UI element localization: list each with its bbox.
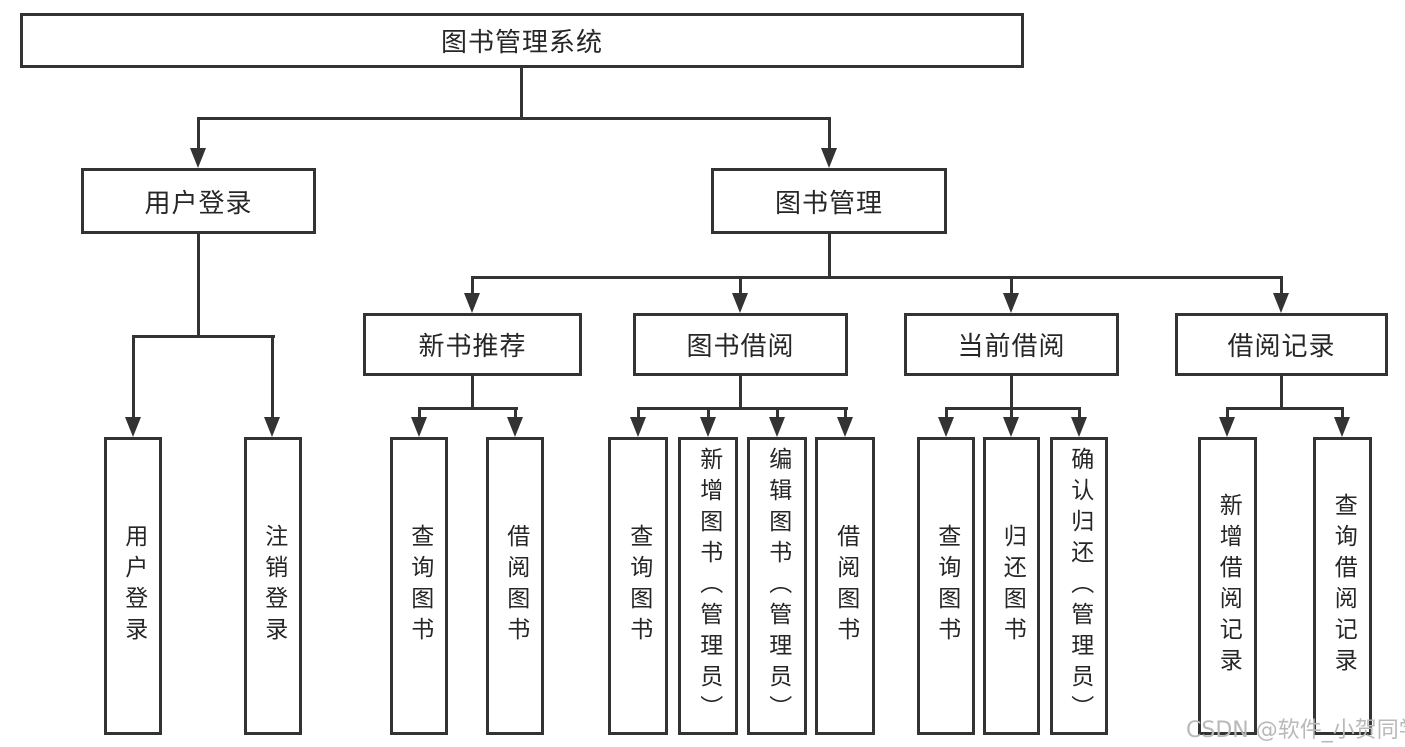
node-nb-query: 查询图书 bbox=[390, 437, 448, 735]
edge-borrow-record-bar bbox=[1226, 407, 1344, 410]
arrow-down-icon bbox=[630, 417, 646, 437]
node-bb-borrow: 借阅图书 bbox=[815, 437, 875, 735]
node-nb-query-label: 查询图书 bbox=[406, 524, 433, 648]
node-root: 图书管理系统 bbox=[20, 13, 1024, 68]
arrow-down-icon bbox=[837, 417, 853, 437]
edge-book-mgmt-stem bbox=[828, 234, 831, 276]
node-cb-return: 归还图书 bbox=[983, 437, 1040, 735]
node-book-mgmt-label: 图书管理 bbox=[774, 188, 883, 219]
edge-to-user-login bbox=[197, 117, 200, 148]
node-ul-logout: 注销登录 bbox=[244, 437, 302, 735]
edge-current-borrow-stem bbox=[1010, 376, 1013, 407]
node-cb-query: 查询图书 bbox=[917, 437, 975, 735]
edge-new-book-rec-bar bbox=[418, 407, 518, 410]
node-book-borrow-label: 图书借阅 bbox=[686, 332, 795, 362]
node-bb-borrow-label: 借阅图书 bbox=[832, 524, 859, 648]
edge-book-borrow-bar bbox=[637, 407, 848, 410]
edge-to-book-mgmt bbox=[828, 117, 831, 148]
arrow-down-icon bbox=[938, 417, 954, 437]
arrow-down-icon bbox=[507, 417, 523, 437]
arrow-down-icon bbox=[1071, 417, 1087, 437]
edge-user-login-stem bbox=[197, 234, 200, 335]
node-bb-edit: 编辑图书（管理员） bbox=[747, 437, 807, 735]
node-borrow-record-label: 借阅记录 bbox=[1227, 332, 1336, 362]
node-ul-login-label: 用户登录 bbox=[120, 524, 147, 648]
edge-to-book-borrow bbox=[739, 276, 742, 293]
node-cb-return-label: 归还图书 bbox=[999, 524, 1026, 648]
edge-book-mgmt-bar bbox=[471, 276, 1283, 279]
node-br-add: 新增借阅记录 bbox=[1198, 437, 1257, 735]
edge-to-nb-query bbox=[418, 407, 421, 417]
csdn-watermark: CSDN @软件_小贺同学 bbox=[1186, 718, 1405, 743]
node-cb-confirm: 确认归还（管理员） bbox=[1050, 437, 1108, 735]
edge-to-cb-query bbox=[945, 407, 948, 417]
arrow-down-icon bbox=[1003, 417, 1019, 437]
node-current-borrow: 当前借阅 bbox=[904, 313, 1119, 376]
arrow-down-icon bbox=[1219, 417, 1235, 437]
edge-current-borrow-bar bbox=[945, 407, 1081, 410]
edge-to-cb-confirm bbox=[1078, 407, 1081, 417]
edge-to-bb-borrow bbox=[844, 407, 847, 417]
edge-borrow-record-stem bbox=[1280, 376, 1283, 407]
edge-to-new-book-rec bbox=[471, 276, 474, 293]
node-book-mgmt: 图书管理 bbox=[711, 168, 947, 234]
edge-to-br-add bbox=[1226, 407, 1229, 417]
node-nb-borrow-label: 借阅图书 bbox=[502, 524, 529, 648]
node-bb-query-label: 查询图书 bbox=[625, 524, 652, 648]
edge-to-bb-query bbox=[637, 407, 640, 417]
edge-to-ul-login bbox=[132, 335, 135, 417]
node-new-book-rec: 新书推荐 bbox=[363, 313, 582, 376]
arrow-down-icon bbox=[821, 148, 837, 168]
edge-root-stem bbox=[520, 68, 523, 117]
node-new-book-rec-label: 新书推荐 bbox=[418, 332, 527, 362]
arrow-down-icon bbox=[264, 417, 280, 437]
arrow-down-icon bbox=[125, 417, 141, 437]
edge-to-ul-logout bbox=[271, 335, 274, 417]
node-cb-query-label: 查询图书 bbox=[933, 524, 960, 648]
arrow-down-icon bbox=[190, 148, 206, 168]
arrow-down-icon bbox=[1334, 417, 1350, 437]
node-borrow-record: 借阅记录 bbox=[1175, 313, 1388, 376]
edge-to-bb-edit bbox=[776, 407, 779, 417]
node-current-borrow-label: 当前借阅 bbox=[957, 332, 1066, 362]
arrow-down-icon bbox=[1273, 293, 1289, 313]
node-bb-add-label: 新增图书（管理员） bbox=[695, 446, 722, 726]
edge-new-book-rec-stem bbox=[471, 376, 474, 407]
edge-book-borrow-stem bbox=[739, 376, 742, 407]
edge-to-current-borrow bbox=[1010, 276, 1013, 293]
node-ul-login: 用户登录 bbox=[104, 437, 162, 735]
arrow-down-icon bbox=[700, 417, 716, 437]
node-br-query-label: 查询借阅记录 bbox=[1330, 493, 1357, 679]
node-br-query: 查询借阅记录 bbox=[1313, 437, 1372, 735]
node-ul-logout-label: 注销登录 bbox=[260, 524, 287, 648]
arrow-down-icon bbox=[732, 293, 748, 313]
edge-to-nb-borrow bbox=[514, 407, 517, 417]
node-cb-confirm-label: 确认归还（管理员） bbox=[1066, 446, 1093, 726]
node-user-login: 用户登录 bbox=[81, 168, 316, 234]
edge-user-login-bar bbox=[132, 335, 275, 338]
edge-to-cb-return bbox=[1010, 407, 1013, 417]
node-bb-query: 查询图书 bbox=[608, 437, 668, 735]
edge-to-bb-add bbox=[707, 407, 710, 417]
node-nb-borrow: 借阅图书 bbox=[486, 437, 544, 735]
arrow-down-icon bbox=[769, 417, 785, 437]
arrow-down-icon bbox=[1003, 293, 1019, 313]
node-br-add-label: 新增借阅记录 bbox=[1215, 493, 1242, 679]
node-root-label: 图书管理系统 bbox=[440, 28, 603, 58]
edge-to-br-query bbox=[1341, 407, 1344, 417]
edge-to-borrow-record bbox=[1280, 276, 1283, 293]
node-user-login-label: 用户登录 bbox=[144, 188, 253, 219]
node-bb-edit-label: 编辑图书（管理员） bbox=[764, 446, 791, 726]
node-book-borrow: 图书借阅 bbox=[633, 313, 848, 376]
node-bb-add: 新增图书（管理员） bbox=[678, 437, 738, 735]
arrow-down-icon bbox=[411, 417, 427, 437]
edge-root-bar bbox=[197, 117, 831, 120]
arrow-down-icon bbox=[464, 293, 480, 313]
